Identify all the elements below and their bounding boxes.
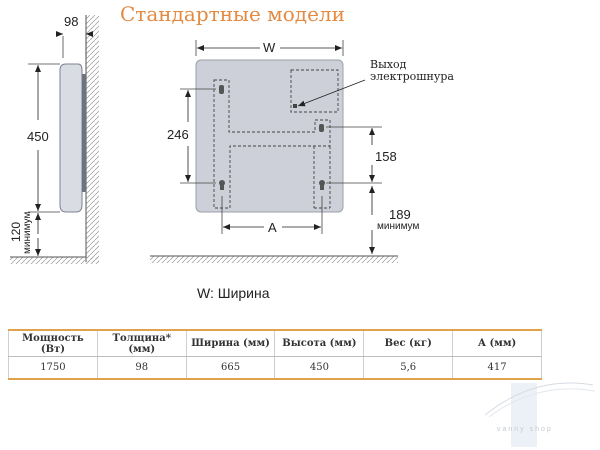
installation-diagram: 98 450 120 минимум W: [9, 14, 454, 264]
table-row: 1750 98 665 450 5,6 417: [8, 356, 542, 380]
floor-hatch-side: [10, 257, 99, 264]
mount-hole-top-right: [319, 124, 324, 132]
front-view: W 246 158 189 минимум A Выход электрошну…: [150, 40, 454, 263]
width-caption: W: Ширина: [197, 285, 270, 301]
floor-side-sublabel: минимум: [22, 212, 33, 254]
heater-front-panel: [195, 59, 344, 213]
heater-back-bracket: [82, 74, 86, 192]
page-title: Стандартные модели: [120, 2, 345, 26]
cell-thickness: 98: [96, 356, 187, 380]
table-header-row: Мощность (Вт) Толщина* (мм) Ширина (мм) …: [8, 329, 542, 357]
height-side-label: 450: [27, 129, 49, 144]
header-spacing: А (мм): [452, 329, 542, 357]
header-height: Высота (мм): [274, 329, 365, 357]
side-view: 98 450 120 минимум: [9, 14, 99, 264]
width-label: W: [263, 40, 276, 55]
cell-spacing: 417: [452, 356, 542, 380]
header-width: Ширина (мм): [185, 329, 276, 357]
wall-hatch: [86, 15, 99, 262]
cord-leader-line: [297, 79, 366, 107]
cell-power: 1750: [8, 356, 98, 380]
cell-weight: 5,6: [363, 356, 454, 380]
cell-width: 665: [185, 356, 276, 380]
floor-front-sublabel: минимум: [377, 221, 419, 232]
mount-hole-top-left: [219, 85, 224, 94]
cord-outlet-box: [290, 69, 339, 113]
cord-label-line2: электрошнура: [370, 70, 454, 83]
cell-height: 450: [274, 356, 365, 380]
header-power: Мощность (Вт): [8, 329, 98, 357]
watermark-text: vanny shop: [497, 426, 553, 433]
spacing-label: A: [268, 220, 277, 235]
watermark-logo: vanny shop: [484, 382, 596, 447]
floor-front-label: 189: [389, 207, 411, 222]
header-thickness: Толщина* (мм): [96, 329, 187, 357]
cord-outlet-port: [293, 104, 297, 108]
cord-label-line1: Выход: [370, 58, 407, 71]
lower-height-label: 158: [375, 149, 397, 164]
spec-table: Мощность (Вт) Толщина* (мм) Ширина (мм) …: [8, 329, 542, 380]
heater-side-profile: [59, 63, 83, 213]
floor-hatch-front: [150, 256, 398, 263]
depth-label: 98: [64, 14, 78, 29]
header-weight: Вес (кг): [363, 329, 454, 357]
floor-side-label: 120: [9, 222, 23, 242]
holes-height-label: 246: [167, 127, 189, 142]
